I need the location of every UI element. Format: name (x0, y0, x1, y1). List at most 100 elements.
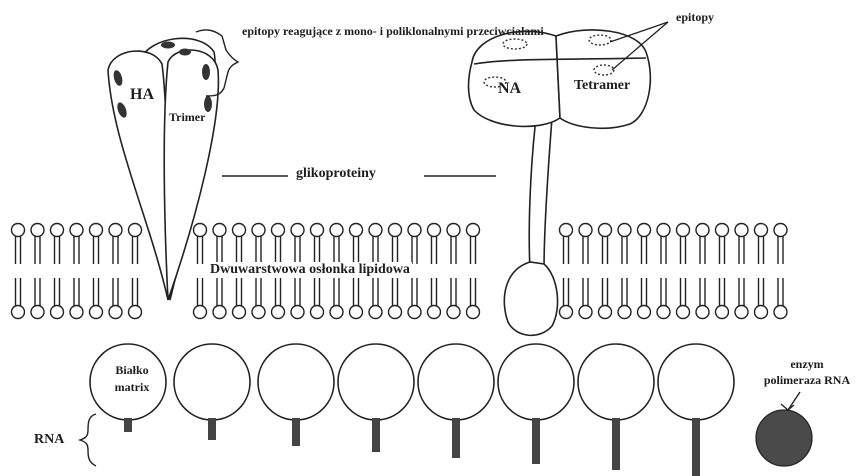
rna-polymerase (756, 410, 812, 466)
epitopes-label: epitopy (676, 10, 714, 25)
matrix-protein (418, 344, 494, 420)
lipid-molecule (311, 224, 324, 265)
lipid-molecule (90, 278, 103, 319)
lipid-molecule (579, 224, 592, 265)
lipid-molecule (90, 224, 103, 265)
lipid-molecule (716, 278, 729, 319)
lipid-molecule (31, 224, 44, 265)
lipid-molecule (735, 224, 748, 265)
polymerase-pointer-arrow (781, 392, 800, 410)
rna-segment (612, 418, 620, 470)
lipid-molecule (109, 278, 122, 319)
lipid-molecule (657, 224, 670, 265)
lipid-molecule (755, 278, 768, 319)
rna-segment (208, 418, 216, 440)
lipid-molecule (350, 224, 363, 265)
matrix-protein-label: Białko matrix (97, 362, 167, 396)
lipid-molecule (70, 278, 83, 319)
ha-label: HA (130, 86, 154, 104)
lipid-molecule (408, 224, 421, 265)
lipid-molecule (12, 224, 25, 265)
lipid-molecule (51, 278, 64, 319)
rna-segment (372, 418, 380, 452)
lipid-molecule (369, 278, 382, 319)
lipid-molecule (599, 278, 612, 319)
epitope-note-label: epitopy reagujące z mono- i poliklonalny… (242, 22, 462, 40)
na-head-left (469, 31, 561, 126)
lipid-molecule (447, 278, 460, 319)
lipid-molecule (291, 278, 304, 319)
matrix-protein (174, 344, 250, 420)
lipid-bilayer-outer-leaflet (12, 224, 788, 265)
lipid-molecule (252, 278, 265, 319)
lipid-molecule (70, 224, 83, 265)
lipid-bilayer-inner-leaflet (12, 278, 788, 319)
na-stalk (529, 118, 552, 270)
lipid-molecule (389, 278, 402, 319)
rna-label: RNA (34, 432, 64, 448)
lipid-molecule (233, 224, 246, 265)
lipid-molecule (774, 224, 787, 265)
lipid-molecule (194, 278, 207, 319)
lipid-molecule (677, 278, 690, 319)
tetramer-label: Tetramer (574, 78, 630, 94)
lipid-molecule (252, 224, 265, 265)
matrix-protein (578, 344, 654, 420)
lipid-molecule (330, 278, 343, 319)
rna-segment (692, 418, 700, 476)
lipid-molecule (657, 278, 670, 319)
lipid-molecule (618, 278, 631, 319)
lipid-molecule (291, 224, 304, 265)
lipid-molecule (428, 278, 441, 319)
lipid-molecule (51, 224, 64, 265)
rna-segment (532, 418, 540, 464)
lipid-molecule (638, 224, 651, 265)
lipid-molecule (467, 224, 480, 265)
lipid-molecule (735, 278, 748, 319)
glycoproteins-label: glikoproteiny (296, 166, 376, 182)
matrix-protein-layer (90, 344, 734, 420)
lipid-molecule (560, 224, 573, 265)
lipid-molecule (330, 224, 343, 265)
lipid-molecule (129, 224, 142, 265)
lipid-molecule (272, 224, 285, 265)
lipid-molecule (194, 224, 207, 265)
lipid-molecule (716, 224, 729, 265)
lipid-molecule (272, 278, 285, 319)
lipid-molecule (129, 278, 142, 319)
lipid-molecule (447, 224, 460, 265)
lipid-molecule (408, 278, 421, 319)
rna-segments (124, 418, 700, 476)
lipid-molecule (560, 278, 573, 319)
lipid-molecule (638, 278, 651, 319)
lipid-molecule (618, 224, 631, 265)
trimer-label: Trimer (169, 110, 205, 125)
lipid-molecule (467, 278, 480, 319)
matrix-protein (338, 344, 414, 420)
lipid-molecule (213, 224, 226, 265)
lipid-molecule (350, 278, 363, 319)
lipid-molecule (696, 278, 709, 319)
lipid-molecule (12, 278, 25, 319)
lipid-molecule (755, 224, 768, 265)
lipid-molecule (213, 278, 226, 319)
matrix-protein (658, 344, 734, 420)
rna-brace (80, 414, 96, 466)
lipid-bilayer-label: Dwuwarstwowa osłonka lipidowa (208, 262, 412, 278)
rna-segment (292, 418, 300, 446)
lipid-molecule (599, 224, 612, 265)
na-label: NA (498, 80, 521, 98)
lipid-molecule (31, 278, 44, 319)
lipid-molecule (311, 278, 324, 319)
lipid-molecule (696, 224, 709, 265)
lipid-molecule (233, 278, 246, 319)
na-base (504, 262, 557, 335)
lipid-molecule (428, 224, 441, 265)
lipid-molecule (389, 224, 402, 265)
lipid-molecule (677, 224, 690, 265)
rna-segment (124, 418, 132, 432)
rna-segment (452, 418, 460, 458)
na-tetramer (469, 30, 651, 335)
lipid-molecule (369, 224, 382, 265)
